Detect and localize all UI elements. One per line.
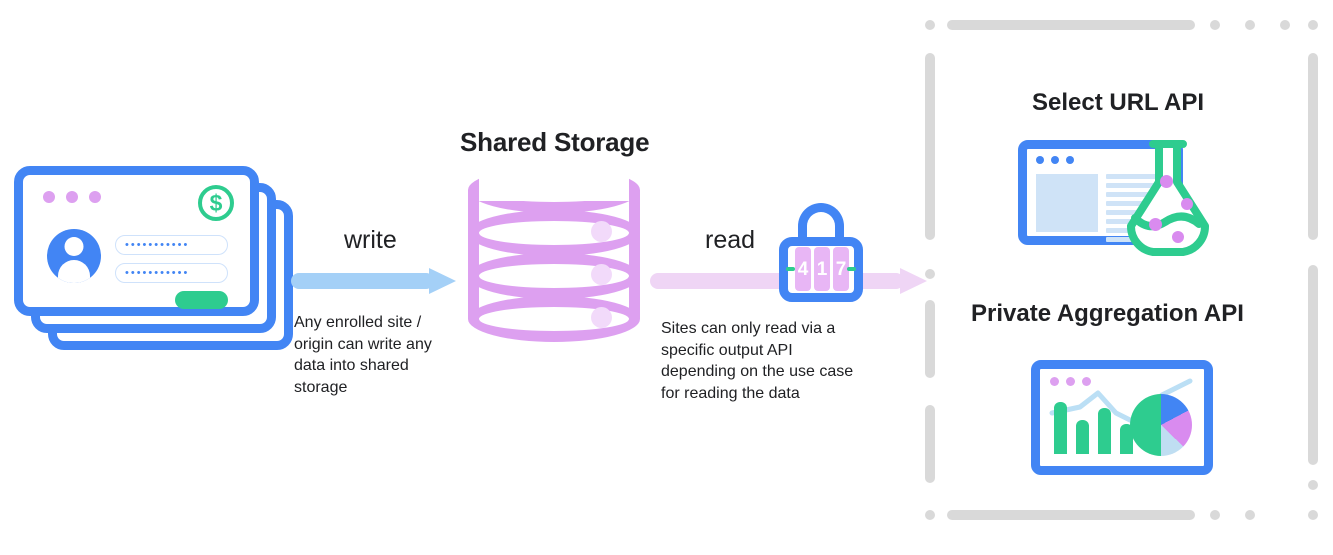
border-dash	[1308, 265, 1318, 465]
flask-icon	[1113, 140, 1223, 256]
database-cylinder-icon	[468, 167, 640, 342]
border-dot	[1308, 20, 1318, 30]
border-dash	[1308, 53, 1318, 240]
content-block	[1036, 174, 1098, 232]
password-field[interactable]: •••••••••••	[115, 263, 228, 283]
user-avatar-icon	[47, 229, 101, 283]
flask-bubble	[1172, 231, 1184, 243]
read-caption: Sites can only read via a specific outpu…	[661, 320, 854, 402]
combination-wheels: 4 1 7	[795, 247, 849, 291]
chart-bar	[1054, 402, 1067, 454]
combination-digit-2: 1	[814, 247, 830, 291]
shared-storage-title: Shared Storage	[460, 127, 650, 157]
padlock-combination-icon: 4 1 7	[779, 203, 863, 302]
border-dot	[1210, 20, 1220, 30]
border-dot	[925, 20, 935, 30]
border-dot	[1245, 510, 1255, 520]
border-dot	[925, 269, 935, 279]
border-dot	[925, 510, 935, 520]
border-dot	[1280, 20, 1290, 30]
flask-bubble	[1181, 198, 1193, 210]
write-arrow-icon	[291, 268, 456, 294]
dollar-circle-icon: $	[198, 185, 234, 221]
border-dash	[925, 405, 935, 483]
window-dots-icon	[43, 191, 101, 203]
border-dash	[925, 53, 935, 240]
chart-dashboard-icon	[1031, 360, 1213, 480]
border-dot	[1210, 510, 1220, 520]
submit-button[interactable]	[175, 291, 228, 309]
browser-flask-icon	[1018, 140, 1223, 256]
read-label: read	[705, 226, 756, 254]
private-aggregation-api-title: Private Aggregation API	[971, 300, 1244, 327]
combination-digit-1: 4	[795, 247, 811, 291]
window-dots-icon	[1050, 377, 1091, 386]
stacked-login-cards-icon: $ ••••••••••• •••••••••••	[14, 166, 304, 366]
chart-bar	[1120, 424, 1133, 454]
pie-chart	[1130, 394, 1192, 456]
chart-bar	[1098, 408, 1111, 454]
username-field[interactable]: •••••••••••	[115, 235, 228, 255]
chart-window-icon	[1031, 360, 1213, 475]
border-dash	[925, 300, 935, 378]
combination-digit-3: 7	[833, 247, 849, 291]
write-caption: Any enrolled site / origin can write any…	[294, 314, 432, 396]
write-label: write	[344, 226, 397, 254]
chart-bar	[1076, 420, 1089, 454]
border-dot	[1245, 20, 1255, 30]
login-card-front: $ ••••••••••• •••••••••••	[14, 166, 259, 316]
select-url-api-title: Select URL API	[1032, 89, 1205, 116]
border-dot	[1308, 510, 1318, 520]
border-dash	[947, 20, 1195, 30]
output-apis-panel	[925, 20, 1318, 530]
flask-bubble	[1160, 175, 1173, 188]
flask-bubble	[1149, 218, 1162, 231]
border-dash	[947, 510, 1195, 520]
border-dot	[1308, 480, 1318, 490]
window-dots-icon	[1036, 156, 1074, 164]
